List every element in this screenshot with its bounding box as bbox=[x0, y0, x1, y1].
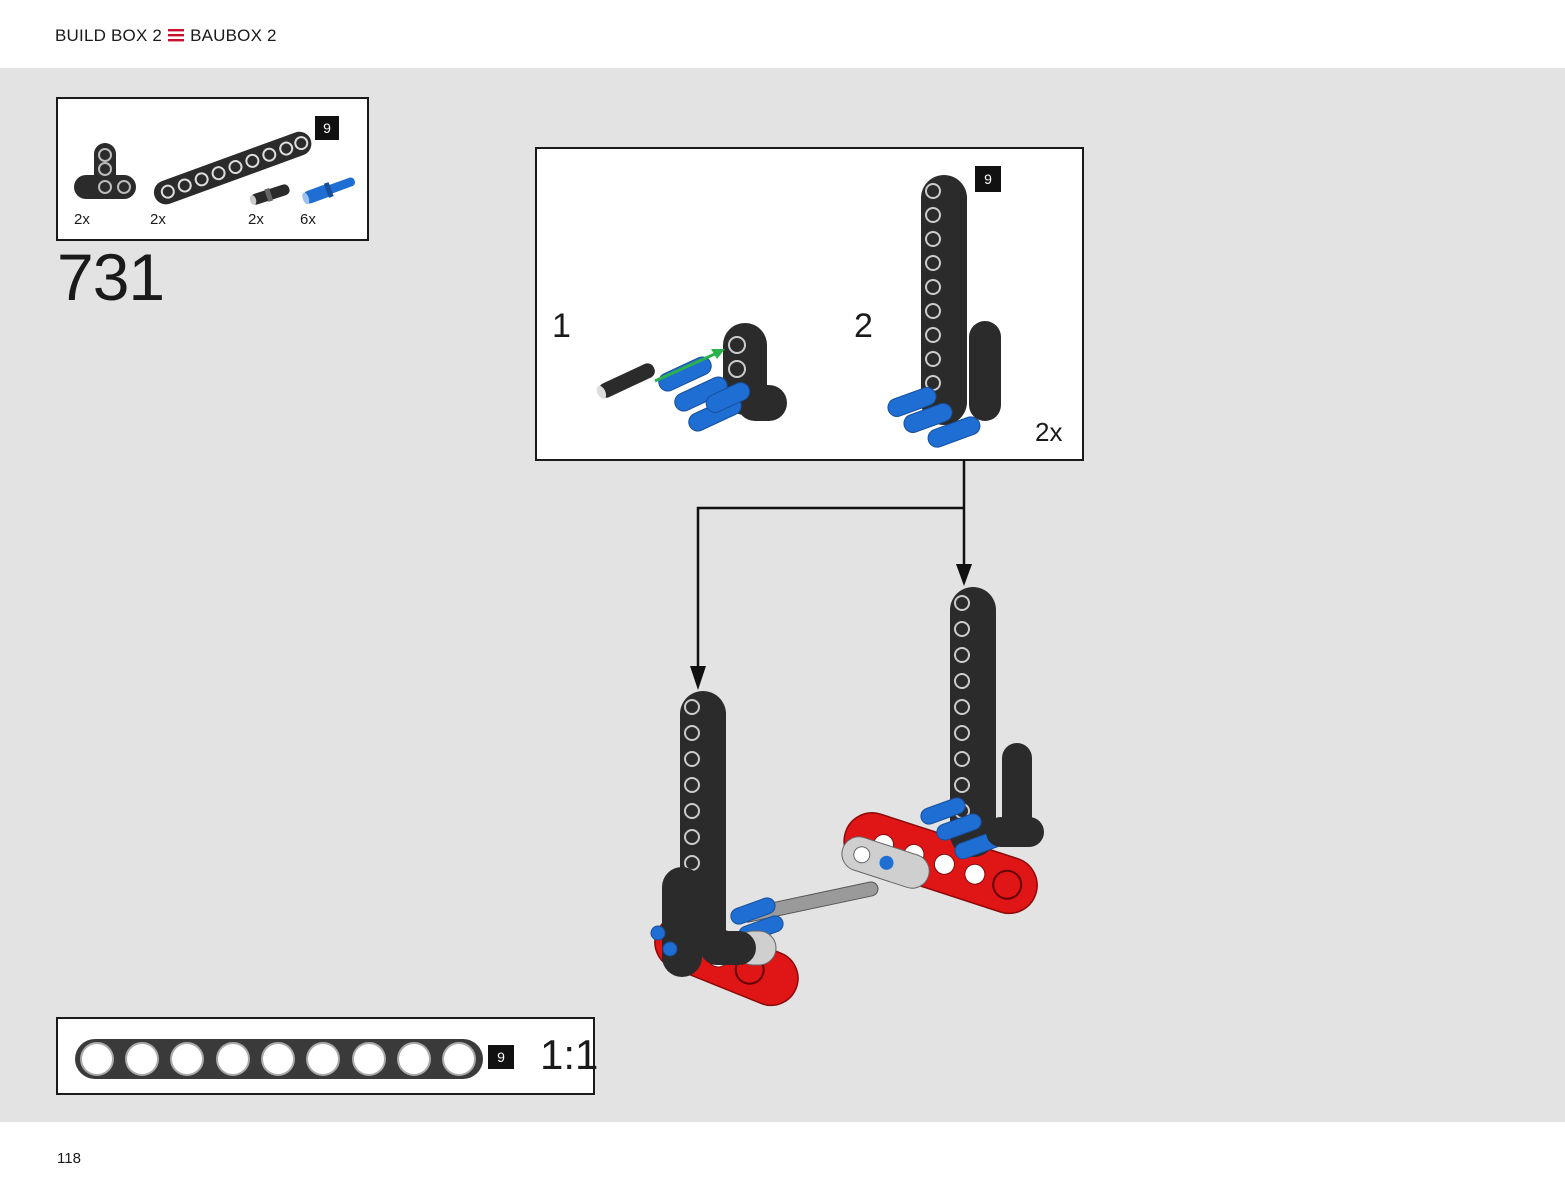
beam-qty: 2x bbox=[150, 211, 166, 228]
page-number: 118 bbox=[57, 1150, 81, 1167]
substep-1-drawing bbox=[596, 323, 787, 432]
t-beam-icon bbox=[74, 143, 136, 199]
connector-arrows bbox=[690, 460, 972, 690]
substep-multiplier: 2x bbox=[1035, 417, 1063, 447]
beam-9-icon bbox=[153, 131, 312, 205]
menu-lines-icon bbox=[168, 26, 185, 46]
page-footer bbox=[0, 1122, 1565, 1191]
scale-beam-badge: 9 bbox=[488, 1045, 514, 1069]
substep-2-drawing bbox=[887, 175, 1001, 448]
step-number: 731 bbox=[57, 240, 165, 314]
substep-beam-badge: 9 bbox=[975, 166, 1001, 192]
pin-blue-icon bbox=[302, 177, 356, 205]
pin-black-qty: 2x bbox=[248, 211, 264, 228]
beam-9-scale-icon bbox=[75, 1039, 483, 1079]
substep-box: 1 2 9 2x bbox=[535, 147, 1084, 461]
scale-reference-box: 9 1:1 bbox=[56, 1017, 599, 1095]
breadcrumb-build-box: BUILD BOX 2 bbox=[55, 26, 163, 45]
pin-black-icon bbox=[249, 184, 290, 205]
pin-blue-qty: 6x bbox=[300, 211, 316, 228]
breadcrumb: BUILD BOX 2 BAUBOX 2 bbox=[55, 26, 277, 46]
breadcrumb-baubox: BAUBOX 2 bbox=[190, 26, 277, 45]
beam-length-badge: 9 bbox=[315, 116, 339, 140]
substep-1-label: 1 bbox=[552, 307, 571, 345]
substep-2-label: 2 bbox=[854, 307, 873, 345]
main-assembly-drawing bbox=[650, 587, 1044, 1007]
parts-list-box: 2x 2x 9 2x 6x bbox=[56, 97, 369, 241]
page-header: BUILD BOX 2 BAUBOX 2 bbox=[0, 0, 1565, 68]
t-beam-qty: 2x bbox=[74, 211, 90, 228]
scale-label: 1:1 bbox=[540, 1031, 599, 1078]
